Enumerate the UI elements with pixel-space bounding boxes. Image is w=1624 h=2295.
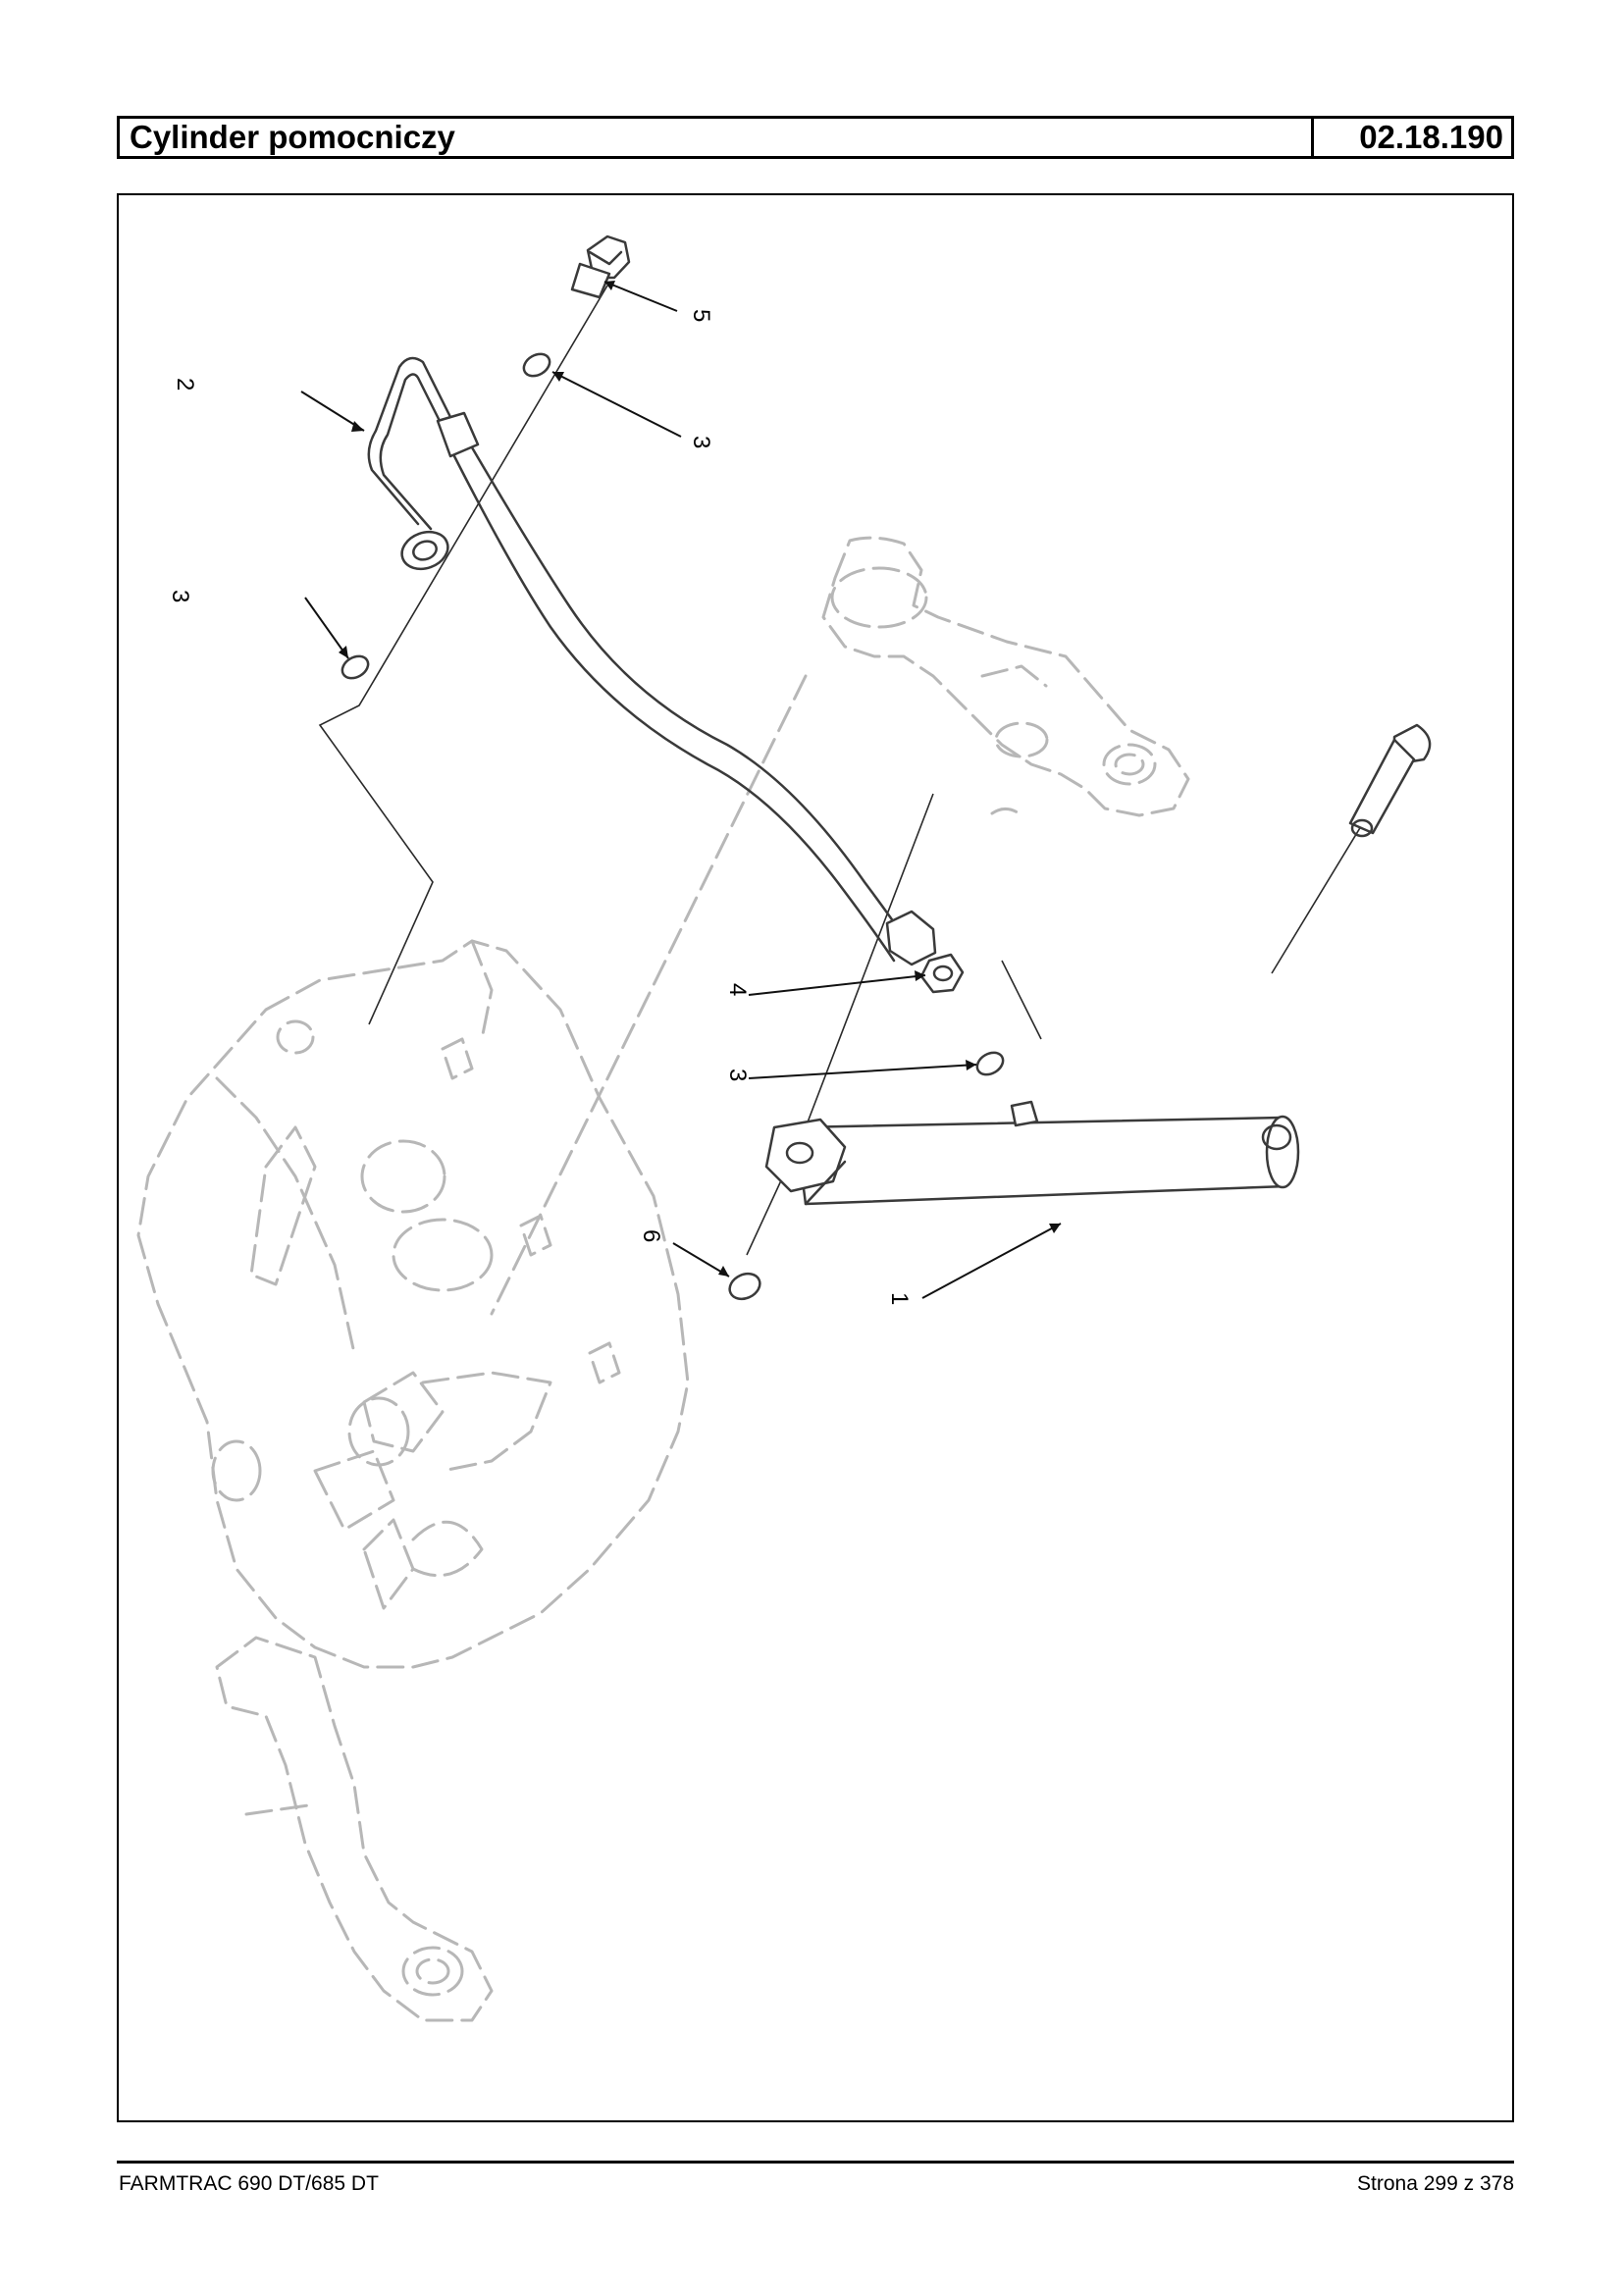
callout-6: 6 — [638, 1229, 664, 1242]
callout-3-fitting: 3 — [724, 1069, 751, 1081]
footer-page-number: Strona 299 z 378 — [1357, 2172, 1514, 2195]
hydraulic-pipe — [367, 356, 937, 966]
page-title: Cylinder pomocniczy — [120, 119, 1314, 156]
exploded-view-drawing: 2 5 3 3 4 3 6 1 — [136, 235, 1432, 2022]
assembly-line-pin — [1271, 803, 1376, 974]
callout-3-top: 3 — [688, 436, 714, 448]
banjo-bolt — [570, 235, 631, 299]
footer-model: FARMTRAC 690 DT/685 DT — [119, 2172, 379, 2195]
ghost-axis-line — [490, 674, 808, 1316]
sealing-washer-left — [341, 654, 370, 680]
callout-4: 4 — [724, 983, 751, 996]
ghost-housing-body — [136, 939, 690, 1669]
callout-1: 1 — [886, 1292, 913, 1305]
page-header: Cylinder pomocniczy 02.18.190 — [117, 116, 1514, 159]
parts-diagram: 2 5 3 3 4 3 6 1 — [117, 193, 1514, 2122]
sealing-washer-fitting — [975, 1051, 1005, 1076]
leader-arrows — [300, 281, 1062, 1299]
callout-3-left: 3 — [167, 590, 193, 602]
union-fitting — [919, 953, 965, 994]
callout-2: 2 — [172, 378, 198, 391]
footer-divider — [117, 2161, 1514, 2164]
retaining-clip — [728, 1272, 761, 1301]
pivot-pin — [1348, 723, 1432, 838]
sealing-washer-top — [522, 352, 551, 378]
ghost-lift-arm-lower — [215, 1636, 494, 2022]
callout-5: 5 — [688, 309, 714, 322]
assembly-line-left — [318, 285, 608, 1025]
auxiliary-cylinder — [764, 1100, 1300, 1206]
ghost-lift-arm-upper — [821, 536, 1190, 817]
assembly-line-fitting — [1001, 960, 1042, 1040]
section-code: 02.18.190 — [1359, 119, 1503, 155]
